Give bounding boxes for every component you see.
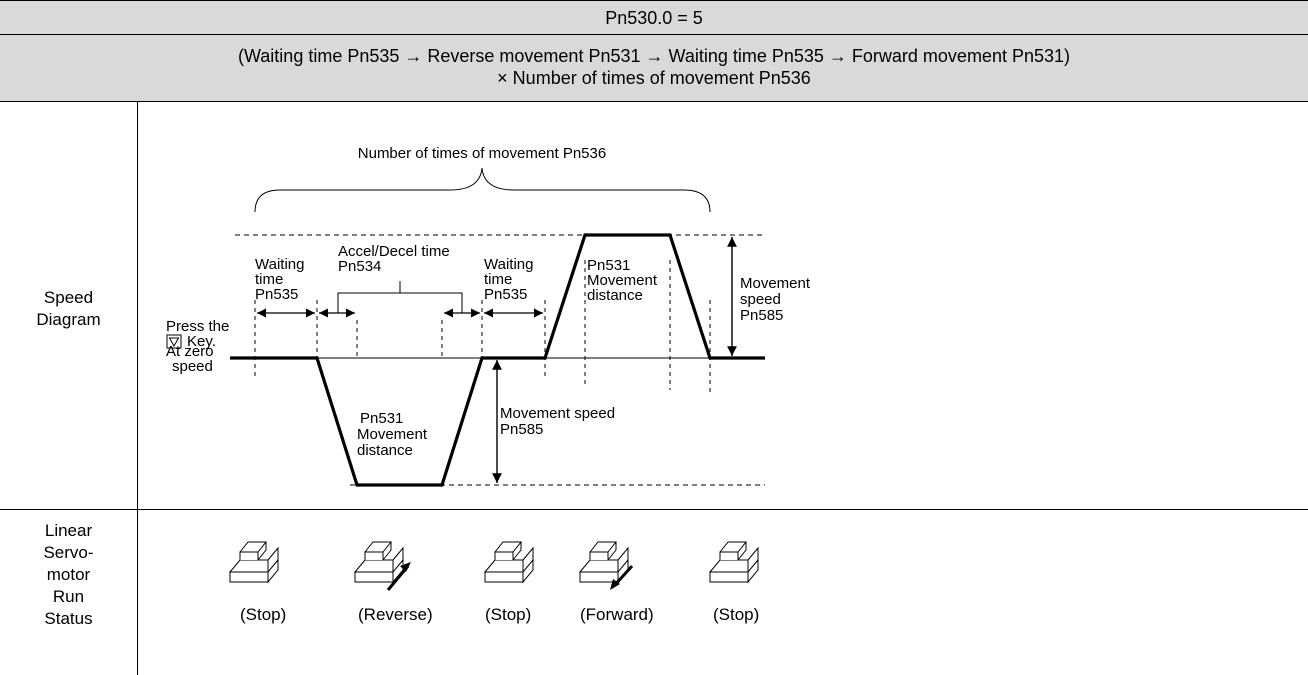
mode-title-bar: Pn530.0 = 5 — [0, 0, 1308, 35]
time-guides — [254, 260, 711, 395]
run-status-row-label: Linear Servo- motor Run Status — [0, 520, 137, 630]
repeat-label: Number of times of movement Pn536 — [358, 145, 606, 162]
row-label-line: Run — [52, 587, 85, 606]
reverse-distance-label: Pn531 Movement distance — [357, 410, 431, 459]
row-label-line: Diagram — [36, 310, 101, 329]
speed-diagram: Number of times of movement Pn536 Waitin… — [166, 145, 814, 487]
speed-profile — [230, 233, 765, 487]
row-label-line: Speed — [43, 288, 94, 307]
press-key-label: Press the — [166, 318, 229, 335]
accel-decel-label: Accel/Decel time Pn534 — [338, 243, 454, 275]
run-status-label: (Stop) — [713, 605, 759, 624]
sequence-line-1: (Waiting time Pn535 → Reverse movement P… — [237, 46, 1071, 66]
motor-reverse-icon — [354, 541, 411, 591]
row-label-line: Servo- — [43, 543, 94, 562]
motor-stop-icon — [484, 541, 534, 583]
row-label-line: motor — [46, 565, 91, 584]
run-status-label: (Stop) — [485, 605, 531, 624]
row-divider — [0, 509, 1308, 510]
run-status-label: (Stop) — [240, 605, 286, 624]
down-key-icon — [166, 334, 182, 349]
motor-forward-icon — [579, 541, 634, 590]
forward-distance-label: Pn531 Movement distance — [587, 257, 661, 304]
run-status-strip: (Stop) (Reverse) (Stop) (Forward) (Stop) — [229, 541, 759, 624]
motor-stop-icon — [229, 541, 279, 583]
mode-title: Pn530.0 = 5 — [605, 8, 703, 28]
column-divider — [137, 102, 138, 675]
forward-speed-label: Movement speed Pn585 — [740, 275, 814, 324]
repeat-brace — [254, 167, 711, 213]
row-label-line: Linear — [44, 521, 93, 540]
motor-stop-icon — [709, 541, 759, 583]
sequence-description-bar: (Waiting time Pn535 → Reverse movement P… — [0, 35, 1308, 102]
reverse-speed-label: Movement speed Pn585 — [500, 405, 619, 438]
run-status-label: (Reverse) — [358, 605, 433, 624]
diagram-labels: Waiting time Pn535 Accel/Decel time Pn53… — [166, 243, 814, 459]
waiting-time-label: Waiting time Pn535 — [255, 256, 309, 303]
waiting-time-label: Waiting time Pn535 — [484, 256, 538, 303]
run-status-label: (Forward) — [580, 605, 654, 624]
press-key-label-2: Key. — [187, 333, 216, 350]
sequence-line-2: × Number of times of movement Pn536 — [497, 68, 811, 88]
speed-diagram-row-label: Speed Diagram — [0, 287, 137, 331]
run-status-labels: (Stop) (Reverse) (Stop) (Forward) (Stop) — [240, 605, 759, 624]
at-zero-speed-label: At zero speed — [166, 343, 218, 375]
row-label-line: Status — [44, 609, 93, 628]
accel-decel-bracket — [337, 281, 463, 313]
